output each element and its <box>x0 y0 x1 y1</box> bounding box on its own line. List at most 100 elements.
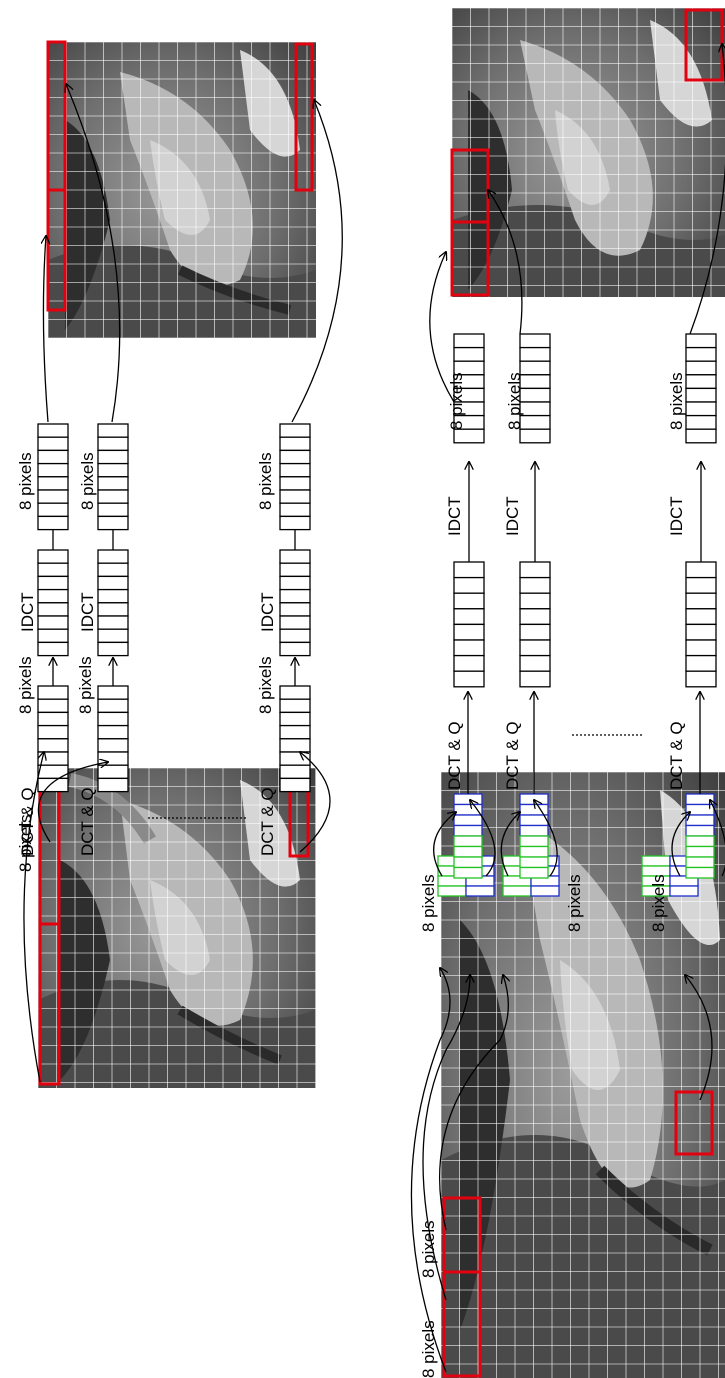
green-half-block <box>502 855 532 897</box>
block-cell <box>279 602 311 617</box>
block-cell <box>685 824 715 837</box>
block-cell <box>279 685 311 700</box>
idct-block <box>279 423 311 531</box>
lena-image-source-bottom <box>440 771 725 1378</box>
block-cell <box>37 423 69 438</box>
block-cell <box>37 549 69 564</box>
block-cell <box>97 423 129 438</box>
block-cell <box>279 449 311 465</box>
green-half-block <box>453 835 483 879</box>
block-cell <box>685 670 717 688</box>
block-cell <box>453 845 483 858</box>
block-cell <box>685 639 717 657</box>
block-cell <box>453 824 483 837</box>
block-cell <box>685 333 717 349</box>
block-cell <box>453 576 485 594</box>
block-cell <box>519 576 551 594</box>
arrow <box>439 975 509 1231</box>
block-cell <box>685 374 717 390</box>
block-cell <box>519 428 551 444</box>
idct-block <box>453 333 485 444</box>
block-cell <box>37 502 69 518</box>
arrow <box>429 252 455 403</box>
top-diagram: 8 pixels 8 pixels 8 pixels 8 pixels DCT … <box>16 40 343 1088</box>
block-cell <box>279 423 311 438</box>
label-idct: IDCT <box>667 496 686 536</box>
block-cell <box>519 414 551 430</box>
block-cell <box>519 561 551 579</box>
block-cell <box>685 793 715 806</box>
block-cell <box>279 751 311 766</box>
label-dct-q: DCT & Q <box>667 721 686 790</box>
arrow <box>488 190 523 335</box>
block-cell <box>685 401 717 417</box>
block-cell <box>519 670 551 688</box>
block-cell <box>453 561 485 579</box>
arrow <box>291 100 343 423</box>
block-cell <box>37 628 69 644</box>
block-cell <box>519 866 549 879</box>
arrow <box>685 975 713 1101</box>
bottom-diagram: 8 pixels 8 pixels 8 pixels 8 pixels 8 pi… <box>410 7 725 1378</box>
block-cell <box>37 711 69 727</box>
arrow <box>710 800 725 877</box>
label-dct-q: DCT & Q <box>503 721 522 790</box>
block-cell <box>519 845 549 858</box>
label-dct-q: DCT & Q <box>78 787 97 856</box>
block-cell <box>97 777 129 793</box>
block-cell <box>279 777 311 793</box>
green-half-block <box>685 835 715 879</box>
lena-image-output-top <box>46 40 316 339</box>
block-cell <box>37 476 69 491</box>
block-cell <box>685 814 715 827</box>
block-cell <box>685 414 717 430</box>
label-dct-q: DCT & Q <box>18 787 37 856</box>
block-cell <box>453 835 483 848</box>
red-highlight-block <box>294 42 314 192</box>
idct-block <box>519 333 551 444</box>
block-cell <box>685 346 717 362</box>
lena-image-output-bottom <box>450 7 725 297</box>
dct-block <box>453 561 485 688</box>
block-cell <box>37 515 69 531</box>
block-cell <box>37 436 69 452</box>
lena-image-source-top <box>37 766 316 1088</box>
block-cell <box>519 654 551 672</box>
block-cell <box>685 428 717 444</box>
block-cell <box>97 502 129 518</box>
block-cell <box>519 835 549 848</box>
arrow <box>470 800 496 877</box>
block-cell <box>37 562 69 578</box>
block-cell <box>279 641 311 657</box>
block-cell <box>685 608 717 626</box>
dct-block <box>97 549 129 657</box>
block-cell <box>453 654 485 672</box>
arrow <box>534 800 558 877</box>
block-cell <box>519 856 549 869</box>
green-half-block <box>519 835 549 879</box>
block-cell <box>453 592 485 610</box>
dct-block <box>37 549 69 657</box>
block-cell <box>97 602 129 617</box>
pixel-block <box>97 685 129 793</box>
label-8-pixels: 8 pixels <box>419 1320 438 1378</box>
block-cell <box>97 436 129 452</box>
block-cell <box>685 387 717 403</box>
block-cell <box>279 698 311 714</box>
label-idct: IDCT <box>78 592 97 632</box>
red-highlight-block <box>450 220 490 297</box>
arrow <box>410 968 451 1373</box>
block-cell <box>669 885 699 897</box>
dct-block <box>279 549 311 657</box>
block-cell <box>37 698 69 714</box>
block-cell <box>97 562 129 578</box>
block-cell <box>437 885 467 897</box>
block-cell <box>37 641 69 657</box>
label-8-pixels: 8 pixels <box>256 452 275 510</box>
idct-block <box>685 333 717 444</box>
block-cell <box>279 615 311 630</box>
block-cell <box>453 814 483 827</box>
dct-block <box>519 561 551 688</box>
block-cell <box>279 588 311 604</box>
